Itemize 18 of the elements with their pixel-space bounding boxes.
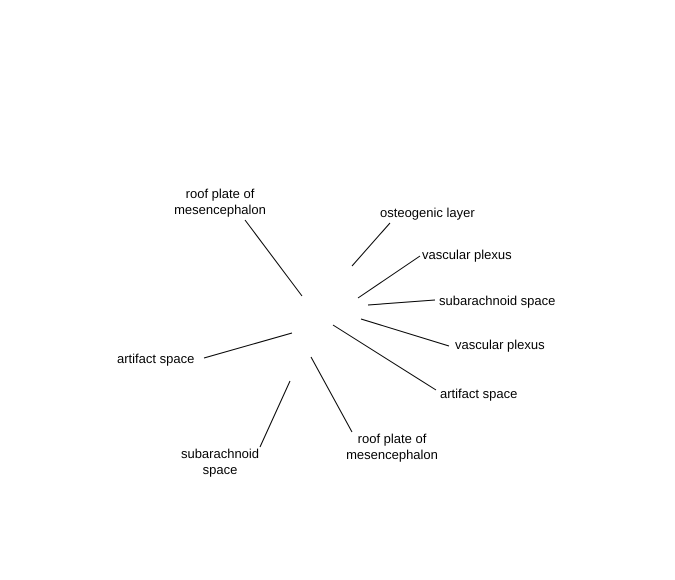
part-label: vascular plexus <box>422 247 512 263</box>
leader-line <box>358 256 420 298</box>
leader-line <box>244 220 302 296</box>
part-label: artifact space <box>117 351 194 367</box>
leader-line <box>352 222 390 266</box>
part-label: roof plate of mesencephalon <box>332 431 452 463</box>
part-label: osteogenic layer <box>380 205 475 221</box>
leader-line <box>204 332 292 358</box>
leader-line <box>260 380 290 448</box>
leader-line <box>332 324 436 390</box>
part-label: roof plate of mesencephalon <box>160 186 280 218</box>
leader-line <box>360 318 450 346</box>
part-label: subarachnoid space <box>439 293 556 309</box>
leader-line <box>310 356 352 432</box>
leader-line <box>368 300 436 306</box>
part-label: artifact space <box>440 386 518 402</box>
part-label: vascular plexus <box>455 337 545 353</box>
part-label: subarachnoid space <box>165 446 275 478</box>
